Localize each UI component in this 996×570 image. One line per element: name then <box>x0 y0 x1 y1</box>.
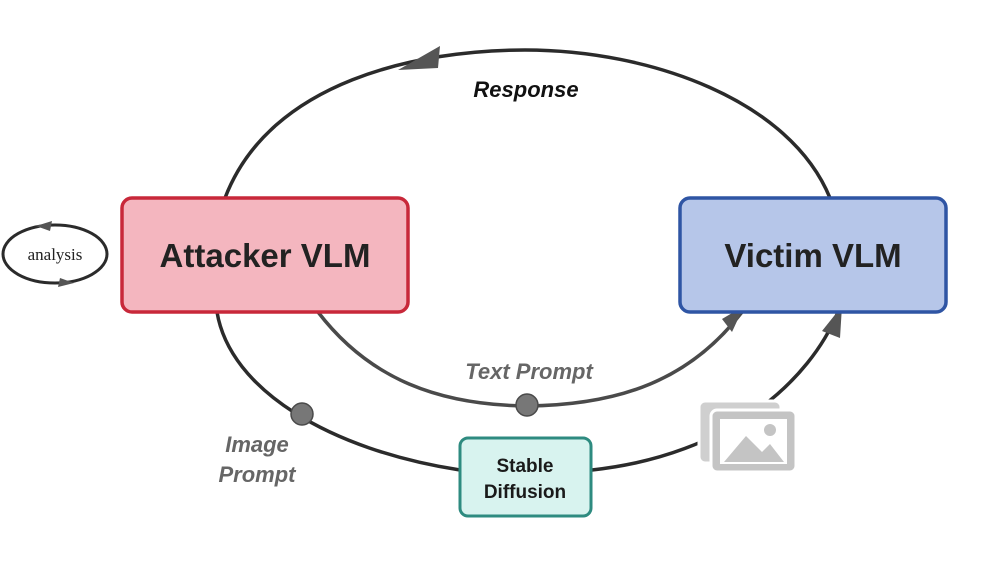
analysis-loop-arrowhead-bottom <box>58 278 74 287</box>
image-edge-arrowhead <box>822 306 842 338</box>
victim-vlm-label: Victim VLM <box>724 237 901 274</box>
text-prompt-junction-dot <box>515 393 539 417</box>
response-arrowhead <box>398 46 440 70</box>
image-prompt-junction-dot <box>290 402 314 426</box>
attacker-vlm-box <box>120 196 410 314</box>
response-edge-line <box>223 48 832 199</box>
text-prompt-label: Text Prompt <box>465 359 594 384</box>
analysis-loop-arrowhead-top <box>36 221 52 231</box>
image-prompt-label-line1: Image <box>225 432 289 457</box>
image-prompt-label-line2: Prompt <box>219 462 298 487</box>
response-label: Response <box>473 77 578 102</box>
stable-diffusion-box <box>458 436 593 518</box>
image-icon <box>697 399 798 474</box>
analysis-loop-ring <box>1 223 109 285</box>
stable-diffusion-node: Stable Diffusion <box>458 436 593 518</box>
stable-diffusion-label-line2: Diffusion <box>484 482 566 503</box>
image-icon-mountain <box>724 436 784 462</box>
victim-vlm-node: Victim VLM <box>678 196 948 314</box>
analysis-label: analysis <box>28 245 83 264</box>
image-icon-sun <box>764 424 776 436</box>
victim-vlm-box <box>678 196 948 314</box>
attacker-vlm-label: Attacker VLM <box>160 237 371 274</box>
stable-diffusion-label-line1: Stable <box>496 456 553 477</box>
attacker-vlm-node: Attacker VLM <box>120 196 410 314</box>
analysis-loop: analysis <box>1 221 109 287</box>
